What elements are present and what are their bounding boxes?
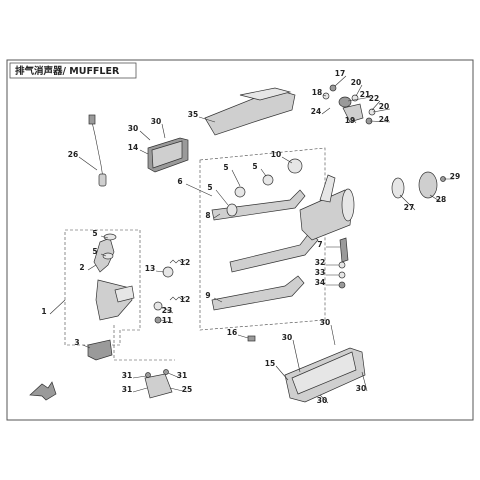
screw-31a <box>145 372 151 378</box>
diagram-title: 排气消声器/ MUFFLER <box>15 65 120 77</box>
heat-shield-14-face <box>151 140 183 169</box>
callout-c20b: 20 <box>379 102 389 111</box>
o2-sensor-body <box>98 173 107 187</box>
bracket-19 <box>342 103 364 123</box>
spring-12a <box>169 259 186 264</box>
callout-c30e: 30 <box>356 384 366 393</box>
tail-cap-28 <box>418 171 438 199</box>
callout-c12a: 12 <box>180 258 190 267</box>
callout-c17: 17 <box>335 69 345 78</box>
callout-c19: 19 <box>345 116 355 125</box>
leader-lines <box>49 75 454 404</box>
o2-sensor-plug <box>88 114 96 125</box>
callout-c26: 26 <box>68 150 78 159</box>
bolt-17 <box>329 84 337 92</box>
mid-pipe-6 <box>229 231 319 273</box>
stud-7 <box>339 237 349 263</box>
heat-shield-15-face <box>291 351 357 395</box>
washer-32 <box>338 261 346 269</box>
callout-c5e: 5 <box>92 247 97 256</box>
callout-c18: 18 <box>312 88 322 97</box>
heat-shield-upper <box>204 91 296 136</box>
callout-c30f: 30 <box>317 396 327 405</box>
callout-c35: 35 <box>188 110 198 119</box>
muffler-inlet <box>319 174 336 203</box>
gasket-5d <box>262 174 274 186</box>
callout-c2: 2 <box>79 263 84 272</box>
gasket-13 <box>162 266 174 278</box>
callout-c31a: 31 <box>122 371 132 380</box>
callout-c28: 28 <box>436 195 446 204</box>
callout-c23: 23 <box>162 306 172 315</box>
callout-c5d: 5 <box>92 229 97 238</box>
callout-c29: 29 <box>450 172 460 181</box>
o2-sensor-wire <box>91 121 104 179</box>
callout-c21: 21 <box>360 90 370 99</box>
callout-c9: 9 <box>205 291 210 300</box>
callout-c22: 22 <box>369 94 379 103</box>
callout-c30b: 30 <box>151 117 161 126</box>
bushing-21 <box>338 96 352 108</box>
callout-c5c: 5 <box>207 183 212 192</box>
diagram-border <box>6 59 474 421</box>
callout-c27: 27 <box>404 203 414 212</box>
callout-c30c: 30 <box>320 318 330 327</box>
callout-c30a: 30 <box>128 124 138 133</box>
nut-34 <box>338 281 346 289</box>
callout-c10: 10 <box>271 150 281 159</box>
callout-c3: 3 <box>74 338 79 347</box>
group-outline-manifold <box>64 229 141 346</box>
callout-c25: 25 <box>182 385 192 394</box>
muffler-end <box>341 188 355 222</box>
callout-c12b: 12 <box>180 295 190 304</box>
callout-c31b: 31 <box>177 371 187 380</box>
callout-c5a: 5 <box>223 163 228 172</box>
callout-c31c: 31 <box>122 385 132 394</box>
front-pipe-3 <box>87 339 113 361</box>
group-outline-bracket <box>113 325 175 361</box>
callout-c5b: 5 <box>252 162 257 171</box>
title-box <box>9 62 137 79</box>
gasket-27 <box>391 177 405 199</box>
gasket-23 <box>153 301 163 311</box>
callout-c8: 8 <box>205 211 210 220</box>
callout-c24b: 24 <box>379 115 389 124</box>
callout-c34: 34 <box>315 278 325 287</box>
group-outline-pipes <box>199 147 326 331</box>
screw-31b <box>163 369 169 375</box>
callout-c11: 11 <box>162 316 172 325</box>
front-pipe-flange <box>114 285 135 303</box>
callout-c13: 13 <box>145 264 155 273</box>
bracket-25 <box>144 373 173 399</box>
washer-20b <box>368 108 376 116</box>
gasket-5a <box>103 233 117 241</box>
callout-c6: 6 <box>177 177 182 186</box>
callout-c1: 1 <box>41 307 46 316</box>
clip-16 <box>247 335 256 342</box>
callout-c24a: 24 <box>311 107 321 116</box>
spring-12b <box>169 296 186 301</box>
callout-c7: 7 <box>317 240 322 249</box>
gasket-5e <box>234 186 246 198</box>
mid-pipe-8 <box>211 189 306 221</box>
callout-c32: 32 <box>315 258 325 267</box>
nut-11 <box>154 316 162 324</box>
callout-c14: 14 <box>128 143 138 152</box>
heat-shield-upper-top <box>239 87 292 101</box>
muffler-main-body <box>299 189 353 241</box>
gasket-5b <box>102 252 114 260</box>
callout-c15: 15 <box>265 359 275 368</box>
gasket-10 <box>287 158 303 174</box>
front-arrow-icon <box>29 381 57 401</box>
callout-c30d: 30 <box>282 333 292 342</box>
callout-c16: 16 <box>227 328 237 337</box>
lower-pipe-9 <box>211 275 305 311</box>
callout-c33: 33 <box>315 268 325 277</box>
washer-33 <box>338 271 346 279</box>
gasket-5c <box>226 203 238 217</box>
callout-c20a: 20 <box>351 78 361 87</box>
